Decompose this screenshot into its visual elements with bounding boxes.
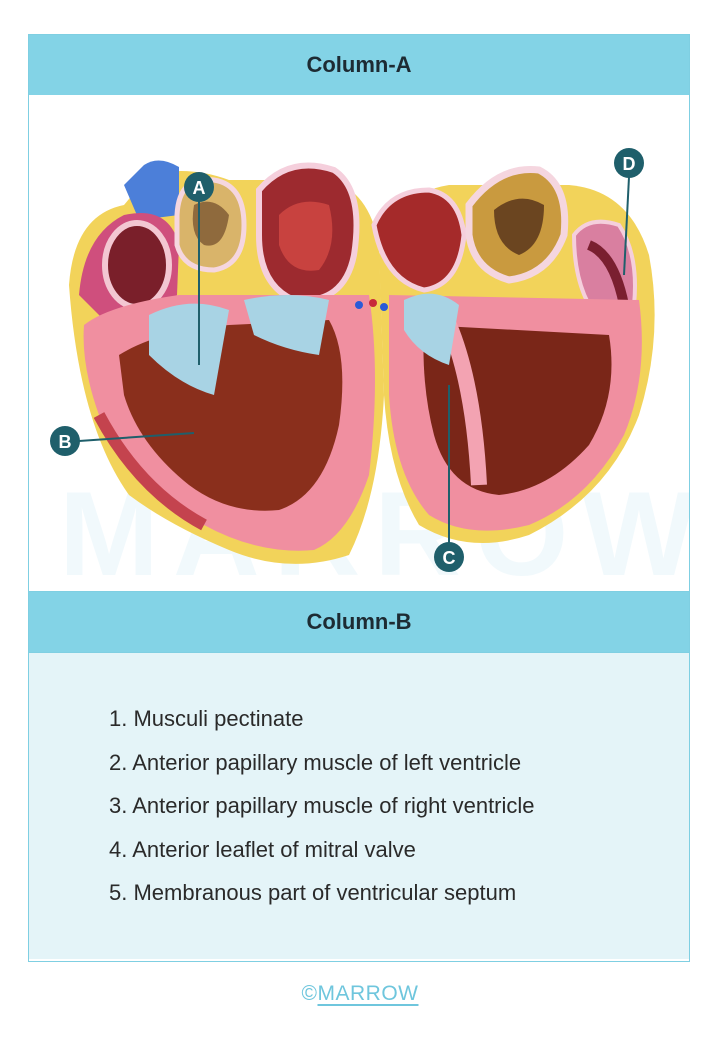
svg-text:C: C — [443, 548, 456, 568]
great-vessel-blue — [124, 160, 179, 220]
matching-card: Column-A MARROW — [28, 34, 690, 962]
left-ventricle-septum-strip — [441, 321, 487, 486]
marker-b: B — [50, 426, 80, 456]
marker-d-leader — [623, 176, 630, 276]
list-item: 2. Anterior papillary muscle of left ven… — [109, 749, 522, 775]
pectinate-muscle-ridges — [586, 240, 629, 307]
pulmonary-trunk-inner — [279, 201, 333, 271]
list-item: 4. Anterior leaflet of mitral valve — [109, 836, 416, 862]
heart-illustration-panel: MARROW — [29, 95, 689, 591]
copyright-symbol: © — [301, 982, 318, 1005]
marker-a: A — [184, 172, 214, 202]
list-item: 1. Musculi pectinate — [109, 706, 304, 731]
mitral-anterior-leaflet — [244, 295, 329, 355]
column-b-title: Column-B — [306, 609, 412, 634]
svg-text:A: A — [193, 178, 206, 198]
right-atrium-opening — [102, 220, 172, 310]
list-item: 5. Membranous part of ventricular septum — [109, 880, 517, 905]
column-a-header: Column-A — [29, 35, 689, 95]
tricuspid-valve-leaflet — [149, 303, 229, 395]
heart-section-illustration: A B C D — [50, 148, 655, 572]
footer-brand: ©MARROW — [0, 982, 720, 1006]
brand-name: MARROW — [317, 982, 419, 1005]
column-a-title: Column-A — [306, 52, 412, 77]
left-ventricle-valve-leaflet — [404, 293, 459, 365]
marker-b-leader — [78, 432, 195, 442]
list-item: 3. Anterior papillary muscle of right ve… — [109, 793, 535, 818]
aortic-arch-inner — [494, 198, 544, 255]
membranous-septum-dot-3 — [380, 303, 388, 311]
marker-d: D — [614, 148, 644, 178]
column-b-list: 1. Musculi pectinate 2. Anterior papilla… — [29, 652, 689, 959]
left-atrium-outflow — [371, 187, 467, 293]
membranous-septum-dot-2 — [369, 299, 377, 307]
marker-c: C — [434, 542, 464, 572]
column-b-header: Column-B — [29, 591, 689, 652]
right-heart-edge-stripe — [93, 412, 207, 531]
aortic-valve-inner — [192, 201, 229, 246]
svg-text:D: D — [623, 154, 636, 174]
membranous-septum-dot-1 — [355, 301, 363, 309]
svg-text:B: B — [59, 432, 72, 452]
